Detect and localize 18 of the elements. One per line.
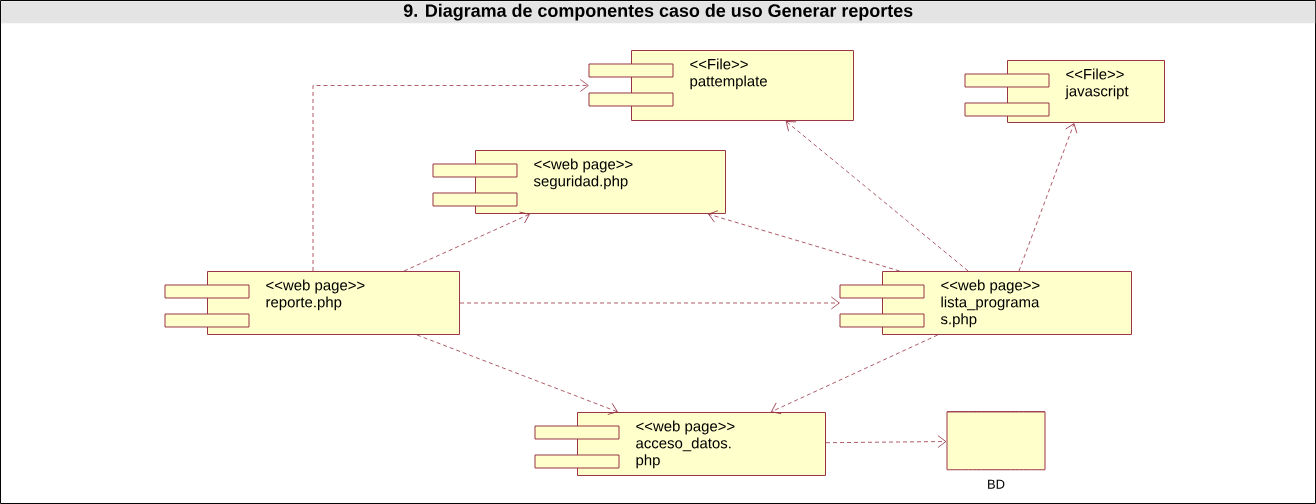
dependency-arrow xyxy=(1018,123,1078,272)
dependency-arrow xyxy=(403,211,530,272)
dependency-arrow xyxy=(825,435,947,448)
database-cylinder xyxy=(946,411,1046,471)
title-band: 9. Diagrama de componentes caso de uso Generar reportes xyxy=(1,1,1316,24)
component-box: <<File>> pattemplate xyxy=(588,50,854,121)
component-box: <<File>> javascript xyxy=(964,60,1165,123)
component-box: <<web page>> reporte.php xyxy=(164,271,460,335)
dependency-arrow xyxy=(708,210,900,272)
component-box: <<web page>> seguridad.php xyxy=(432,150,726,214)
dependency-arrow xyxy=(416,334,618,415)
dependency-arrow xyxy=(771,334,939,415)
dependency-arrow xyxy=(312,79,589,272)
component-box: <<web page>> lista_programa s.php xyxy=(839,271,1132,335)
dependency-arrow xyxy=(459,296,840,310)
node-caption: BD xyxy=(988,479,1005,489)
dependency-arrow xyxy=(785,121,969,272)
component-box: <<web page>> acceso_datos. php xyxy=(534,412,826,476)
